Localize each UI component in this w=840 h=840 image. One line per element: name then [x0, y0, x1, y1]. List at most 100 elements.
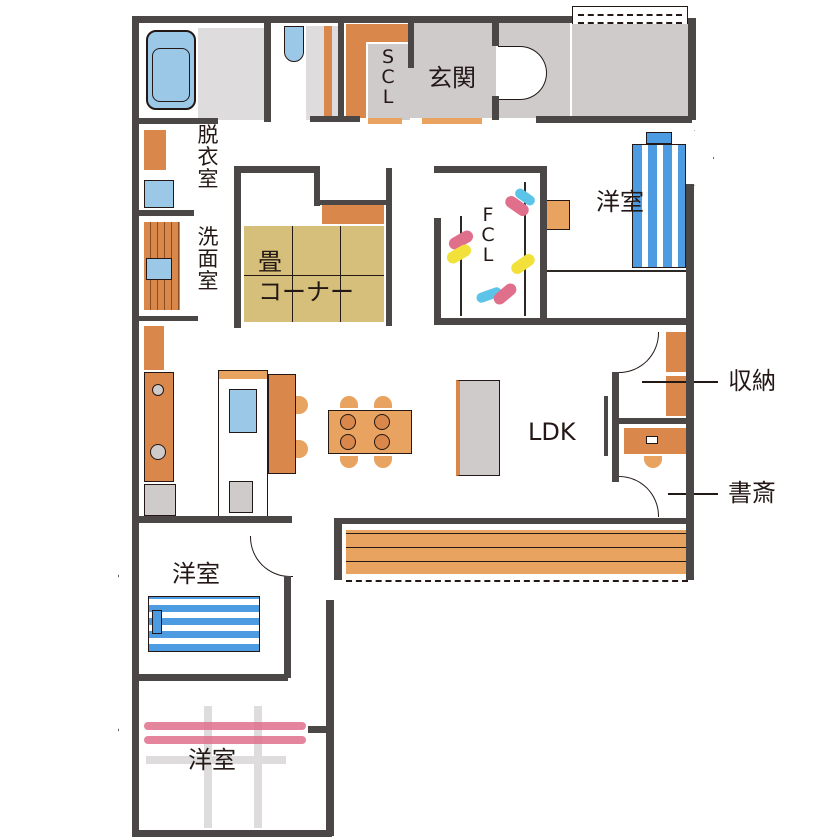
- wall-ldk-bottom-right: [334, 518, 694, 524]
- fcl-rod-right: [524, 182, 526, 316]
- dining-plate-4: [374, 434, 390, 450]
- fcl-rod-left: [460, 216, 462, 316]
- storage-callout-label: 収納: [728, 367, 776, 395]
- scl-threshold: [368, 118, 402, 124]
- scl-floor: [368, 44, 410, 120]
- toilet-room: [272, 22, 342, 122]
- wall-bath-bottom: [138, 118, 218, 124]
- dining-chair-1: [340, 396, 358, 408]
- washroom-label-1: 脱 衣 室: [197, 123, 219, 192]
- dining-plate-2: [374, 414, 390, 430]
- wall-tatami-left: [234, 166, 241, 328]
- tatami-corner: 畳 コーナー: [238, 170, 388, 330]
- washer-icon: [144, 180, 174, 208]
- ldk-label: LDK: [528, 418, 576, 446]
- desk: [546, 200, 570, 230]
- dining-chair-3: [340, 456, 358, 468]
- western-room-ne: 洋室: [546, 124, 690, 324]
- wall-fcl-top: [434, 166, 546, 173]
- tatami-label-line2: コーナー: [258, 278, 354, 306]
- western-room-s: 洋室: [140, 686, 308, 832]
- fcl-closet: F C L: [436, 170, 544, 322]
- toilet-bowl-icon: [284, 26, 304, 62]
- wall-genkan-left: [408, 18, 414, 68]
- wall-fcl-right: [540, 166, 547, 324]
- bed-sw: [148, 596, 260, 652]
- kitchen-island: [218, 370, 268, 520]
- entrance-door[interactable]: [498, 46, 547, 100]
- wall-right-upper: [686, 184, 694, 580]
- vanity-sink-icon: [146, 258, 172, 280]
- porch: [572, 22, 688, 118]
- wall-corridor-left: [334, 520, 342, 580]
- wall-tatami-inner: [314, 166, 320, 206]
- western-room-sw: 洋室: [140, 528, 290, 676]
- western-room-sw-label: 洋室: [172, 560, 220, 588]
- wall-porch-bottom: [536, 116, 692, 123]
- wood-deck: [346, 530, 688, 574]
- genkan-label: 玄関: [428, 64, 476, 92]
- storage-door[interactable]: [616, 332, 659, 373]
- bar-stool-2: [296, 440, 308, 458]
- stove-burner-2: [150, 444, 166, 460]
- wall-toilet-right: [338, 18, 344, 122]
- wall-tatami-right: [386, 168, 392, 326]
- dining-plate-3: [340, 434, 356, 450]
- wall-top-left: [132, 16, 572, 23]
- hanger-pink-3: [491, 281, 519, 307]
- storage-shelf-1: [666, 332, 688, 372]
- counter-bar: [268, 374, 296, 474]
- wall-sw-room-bottom: [138, 674, 288, 681]
- wall-left-upper: [132, 16, 139, 526]
- toilet-storage: [324, 26, 332, 120]
- tatami-label-line1: 畳: [258, 248, 282, 276]
- wall-genkan-right-2: [492, 96, 499, 120]
- wall-tatami-shelf-top: [318, 200, 388, 205]
- washroom-label-2: 洗 面 室: [197, 225, 219, 294]
- dining-plate-1: [340, 414, 356, 430]
- storage-callout-line: [642, 381, 718, 383]
- scl-label: S C L: [381, 46, 395, 108]
- wall-left-lower: [132, 526, 139, 836]
- fridge: [144, 484, 176, 516]
- wall-bath-right: [264, 18, 271, 122]
- storage-shelf-2: [666, 376, 688, 416]
- stove-burner-1: [152, 384, 164, 396]
- wall-s-room-closet: [308, 726, 332, 733]
- window-ne[interactable]: [694, 130, 714, 186]
- kitchen-island-top: [219, 371, 267, 379]
- sofa: [456, 380, 500, 476]
- wall-washroom-1: [138, 210, 194, 216]
- study-book-icon: [646, 436, 658, 444]
- washroom-storage-upper: [144, 130, 166, 170]
- scl-shelf: [346, 24, 366, 118]
- toilet-floor-shadow: [306, 26, 340, 120]
- tatami-mats: [244, 226, 384, 322]
- wall-washroom-2: [138, 316, 198, 321]
- wall-fcl-left: [434, 218, 441, 324]
- dining-chair-2: [374, 396, 392, 408]
- scl-shoe-closet: S C L: [344, 22, 410, 122]
- closet-divider-2: [254, 706, 262, 828]
- porch-canopy-dash-2: [578, 22, 682, 24]
- bar-stool-1: [296, 396, 308, 414]
- scl-shelf-top: [346, 24, 408, 42]
- genkan: 玄関: [410, 22, 496, 118]
- rail-pink-1: [144, 722, 306, 730]
- bed-sw-pillow: [152, 610, 162, 634]
- wall-top-right: [688, 18, 696, 120]
- wall-bottom: [132, 830, 332, 837]
- dishwasher: [229, 481, 253, 513]
- study-chair: [644, 456, 662, 468]
- porch-canopy-dash-1: [578, 14, 682, 16]
- rail-pink-2: [144, 736, 306, 744]
- tv-board: [604, 396, 608, 456]
- closet-divider-1: [204, 706, 212, 828]
- study-callout-label: 書斎: [728, 479, 776, 507]
- hanger-yellow-2: [508, 251, 538, 277]
- wall-sw-room-right: [284, 576, 291, 678]
- genkan-threshold: [422, 118, 482, 124]
- wall-storage-left: [612, 372, 619, 482]
- deck-dash: [346, 580, 688, 582]
- study-door[interactable]: [616, 476, 659, 517]
